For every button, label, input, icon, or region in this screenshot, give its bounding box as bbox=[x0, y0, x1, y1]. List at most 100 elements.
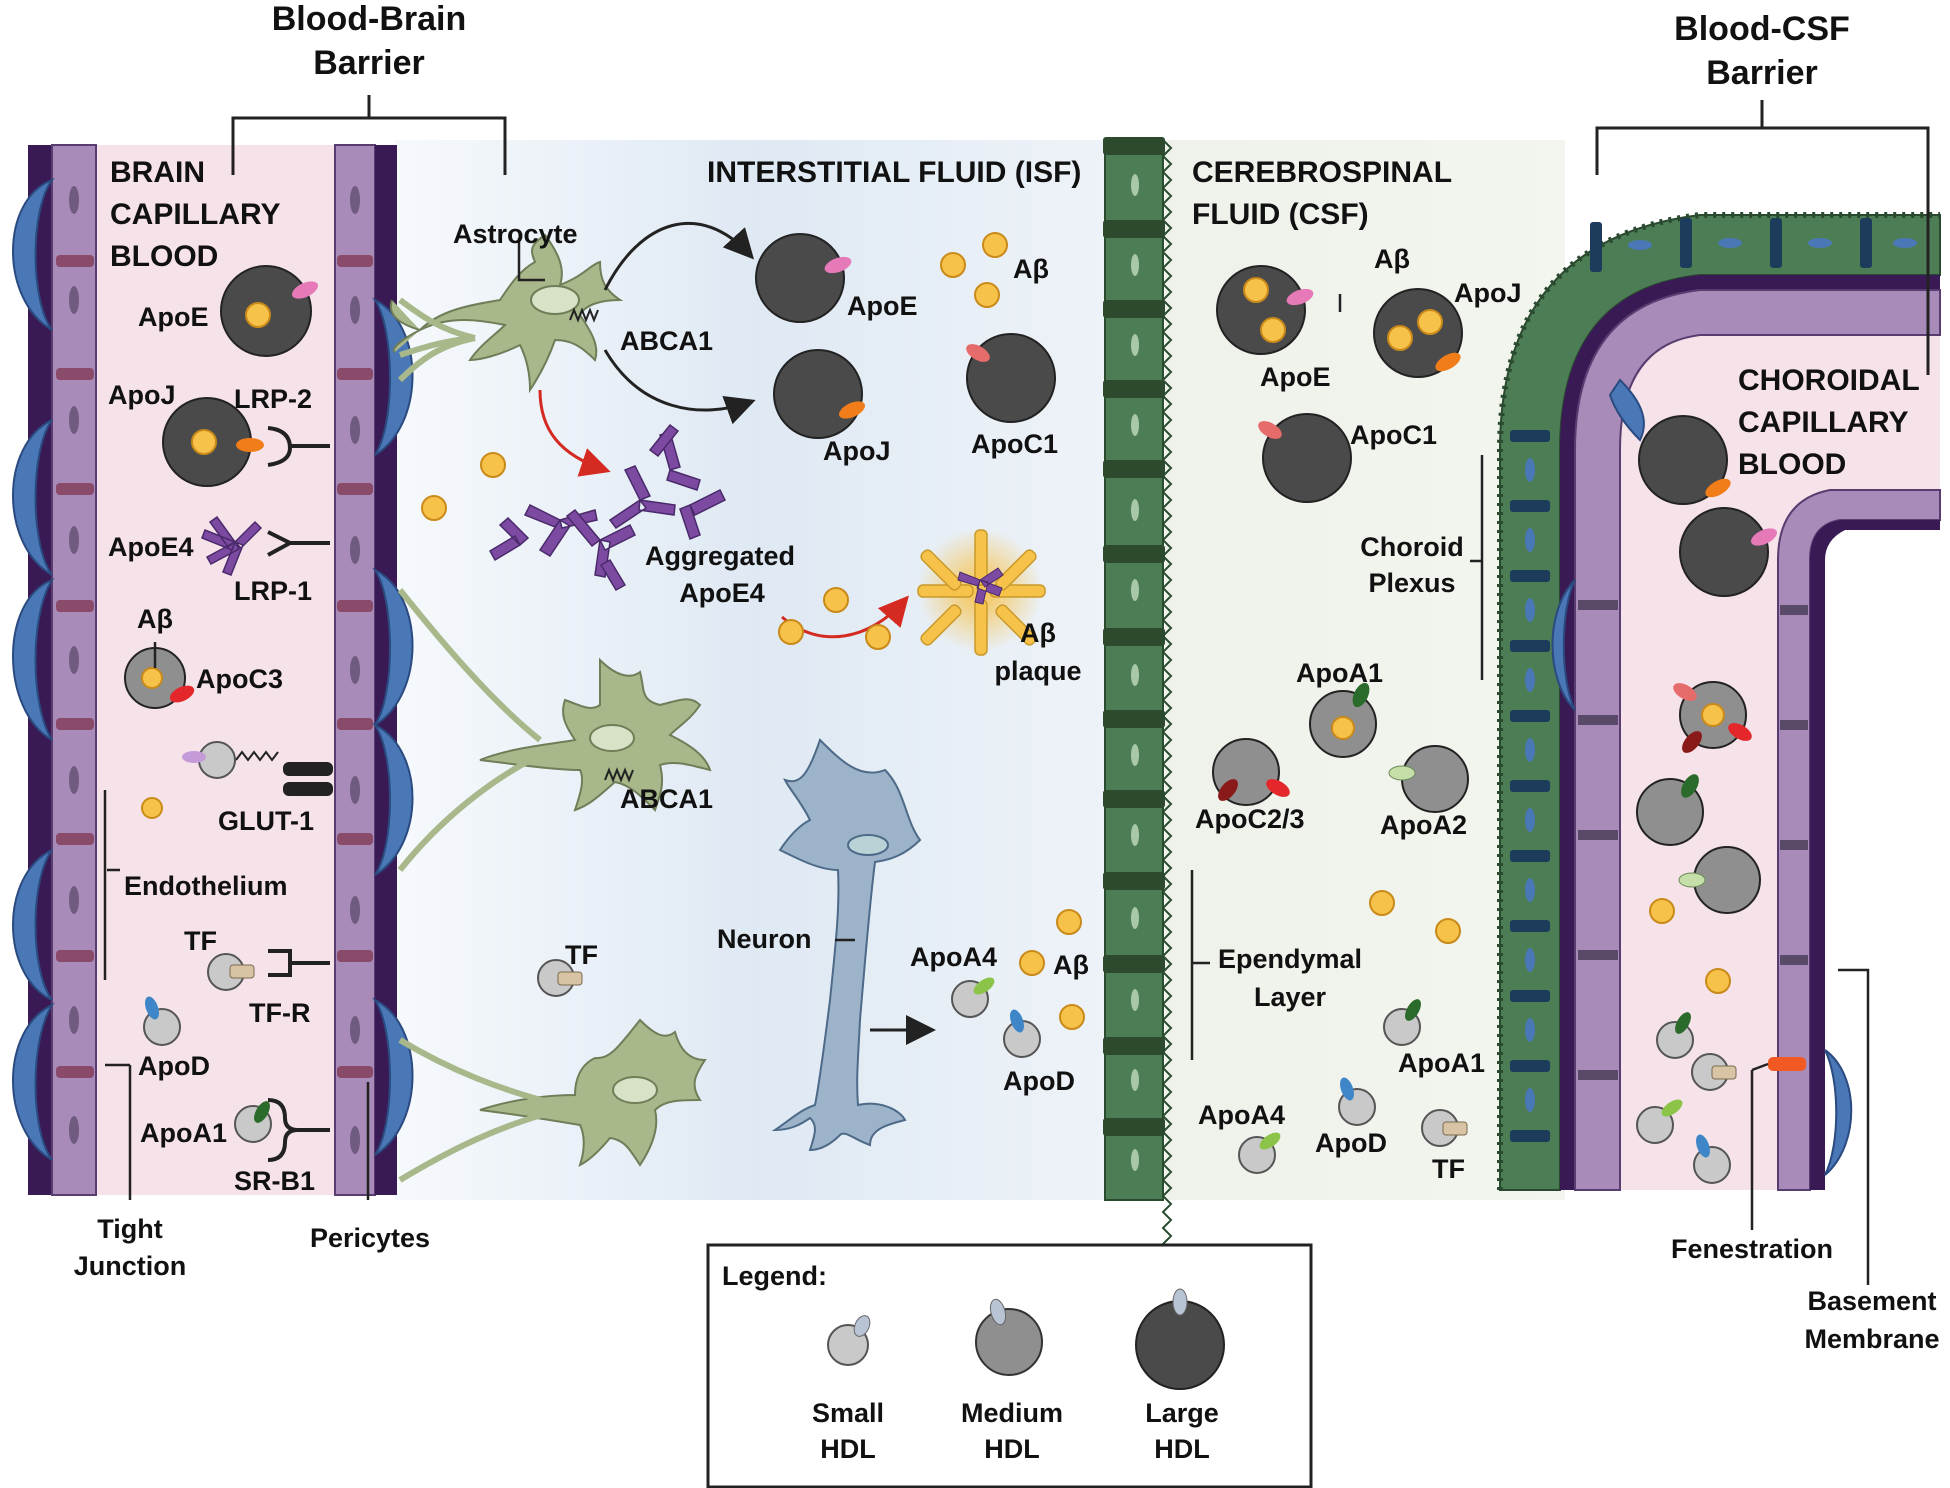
astrocyte-bottom-endfeet bbox=[398, 1037, 561, 1183]
label-astrocyte: Astrocyte bbox=[453, 219, 578, 249]
choroid-blood-line2: CAPILLARY bbox=[1738, 406, 1909, 439]
label-pericytes: Pericytes bbox=[310, 1223, 430, 1253]
label-basement-line1: Basement bbox=[1807, 1286, 1936, 1316]
choroid-blood-line1: CHOROIDAL bbox=[1738, 364, 1920, 397]
label-srb1: SR-B1 bbox=[234, 1166, 315, 1196]
brain-blood-line2: CAPILLARY bbox=[110, 198, 281, 231]
legend-medium-line2: HDL bbox=[984, 1434, 1040, 1464]
label-abca1-top: ABCA1 bbox=[620, 326, 713, 356]
label-tf-blood: TF bbox=[184, 926, 217, 956]
csf-title-line2: FLUID (CSF) bbox=[1192, 198, 1369, 231]
label-abeta-isf-low: Aβ bbox=[1053, 950, 1089, 980]
label-apoe-csf: ApoE bbox=[1260, 362, 1331, 392]
label-apoc3: ApoC3 bbox=[196, 664, 283, 694]
label-apoa1-csf-low: ApoA1 bbox=[1398, 1048, 1485, 1078]
aggregated-apoe4 bbox=[488, 423, 727, 592]
label-apoa4-isf: ApoA4 bbox=[910, 942, 997, 972]
label-apoc1-isf: ApoC1 bbox=[971, 429, 1058, 459]
legend-title: Legend: bbox=[722, 1261, 827, 1291]
leader-lines bbox=[103, 238, 1870, 1285]
csf-title-line1: CEREBROSPINAL bbox=[1192, 156, 1452, 189]
bcsf-title-line2: Barrier bbox=[1706, 54, 1818, 92]
legend-medium-line1: Medium bbox=[961, 1398, 1063, 1428]
left-pericytes bbox=[12, 177, 55, 1161]
astrocyte-bottom bbox=[479, 1018, 707, 1167]
abeta-plaque bbox=[917, 528, 1046, 656]
left-capillary-wall bbox=[12, 144, 97, 1196]
astrocyte-middle-endfeet bbox=[397, 588, 542, 872]
legend-medium-hdl-icon bbox=[975, 1298, 1043, 1376]
label-basement-line2: Membrane bbox=[1804, 1324, 1939, 1354]
legend-small-line1: Small bbox=[812, 1398, 884, 1428]
label-apoa4-csf: ApoA4 bbox=[1198, 1100, 1285, 1130]
label-apoj-blood: ApoJ bbox=[108, 380, 176, 410]
label-apoa1-csf-top: ApoA1 bbox=[1296, 658, 1383, 688]
label-choroid-line1: Choroid bbox=[1360, 532, 1463, 562]
astrocyte-top-endfeet bbox=[397, 297, 476, 383]
choroid-blood-line3: BLOOD bbox=[1738, 448, 1846, 481]
choroidal-capillary bbox=[1551, 289, 1941, 1191]
labels: Blood-Brain Barrier Blood-CSF Barrier IN… bbox=[74, 0, 1940, 1354]
legend: Legend: Small HDL Medium HDL Large HDL bbox=[706, 1243, 1313, 1488]
choroid-plexus bbox=[1497, 212, 1941, 1191]
label-glut1: GLUT-1 bbox=[218, 806, 314, 836]
label-apoe-blood: ApoE bbox=[138, 302, 209, 332]
right-pericytes bbox=[372, 297, 414, 1156]
label-apoc1-csf: ApoC1 bbox=[1350, 420, 1437, 450]
label-apoc23: ApoC2/3 bbox=[1195, 804, 1305, 834]
receptors bbox=[267, 426, 330, 1162]
label-apoa2-csf: ApoA2 bbox=[1380, 810, 1467, 840]
label-tight-line1: Tight bbox=[97, 1214, 162, 1244]
label-tight-line2: Junction bbox=[74, 1251, 187, 1281]
label-apoe4-blood: ApoE4 bbox=[108, 532, 194, 562]
label-tf-csf: TF bbox=[1432, 1154, 1465, 1184]
label-aggregated-line2: ApoE4 bbox=[679, 578, 765, 608]
label-ependymal-line1: Ependymal bbox=[1218, 944, 1362, 974]
label-plaque-line1: Aβ bbox=[1020, 618, 1056, 648]
label-fenestration: Fenestration bbox=[1671, 1234, 1833, 1264]
label-apoe-isf: ApoE bbox=[847, 291, 918, 321]
glut1-transporter bbox=[235, 750, 333, 796]
label-apoj-isf: ApoJ bbox=[823, 436, 891, 466]
legend-small-line2: HDL bbox=[820, 1434, 876, 1464]
bcsf-title-line1: Blood-CSF bbox=[1674, 10, 1850, 48]
right-capillary-wall bbox=[334, 144, 414, 1196]
hdl-particles-brain bbox=[124, 265, 319, 1143]
bbb-bracket bbox=[231, 95, 507, 175]
label-tfr: TF-R bbox=[249, 998, 310, 1028]
brain-blood-line1: BRAIN bbox=[110, 156, 205, 189]
label-endothelium: Endothelium bbox=[124, 871, 288, 901]
hdl-particles-choroidal bbox=[1636, 415, 1778, 1184]
hdl-particles-isf bbox=[421, 232, 1085, 1058]
label-aggregated-line1: Aggregated bbox=[645, 541, 795, 571]
label-plaque-line2: plaque bbox=[994, 656, 1081, 686]
label-apoj-csf: ApoJ bbox=[1454, 278, 1522, 308]
bbb-title-line2: Barrier bbox=[313, 44, 425, 82]
label-apoa1-blood: ApoA1 bbox=[140, 1118, 227, 1148]
label-abeta-blood: Aβ bbox=[137, 604, 173, 634]
isf-title: INTERSTITIAL FLUID (ISF) bbox=[707, 156, 1081, 189]
label-apod-isf: ApoD bbox=[1003, 1066, 1075, 1096]
label-tf-isf: TF bbox=[565, 940, 598, 970]
bcsf-bracket bbox=[1595, 100, 1930, 375]
label-neuron: Neuron bbox=[717, 924, 812, 954]
legend-large-hdl-icon bbox=[1135, 1288, 1225, 1390]
label-abeta-csf: Aβ bbox=[1374, 244, 1410, 274]
legend-small-hdl-icon bbox=[827, 1315, 871, 1366]
label-abeta-isf-top: Aβ bbox=[1013, 254, 1049, 284]
label-abca1-mid: ABCA1 bbox=[620, 784, 713, 814]
astrocyte-middle bbox=[479, 657, 712, 812]
label-lrp2: LRP-2 bbox=[234, 384, 312, 414]
bbb-title-line1: Blood-Brain bbox=[272, 0, 467, 38]
label-choroid-line2: Plexus bbox=[1368, 568, 1455, 598]
label-apod-csf: ApoD bbox=[1315, 1128, 1387, 1158]
hdl-particles-csf bbox=[1212, 265, 1469, 1174]
fenestration-marker bbox=[1768, 1057, 1806, 1071]
ependymal-layer bbox=[1103, 137, 1173, 1357]
brain-blood-line3: BLOOD bbox=[110, 240, 218, 273]
legend-large-line2: HDL bbox=[1154, 1434, 1210, 1464]
label-apod-blood: ApoD bbox=[138, 1051, 210, 1081]
legend-large-line1: Large bbox=[1145, 1398, 1219, 1428]
neuron bbox=[771, 738, 922, 1152]
